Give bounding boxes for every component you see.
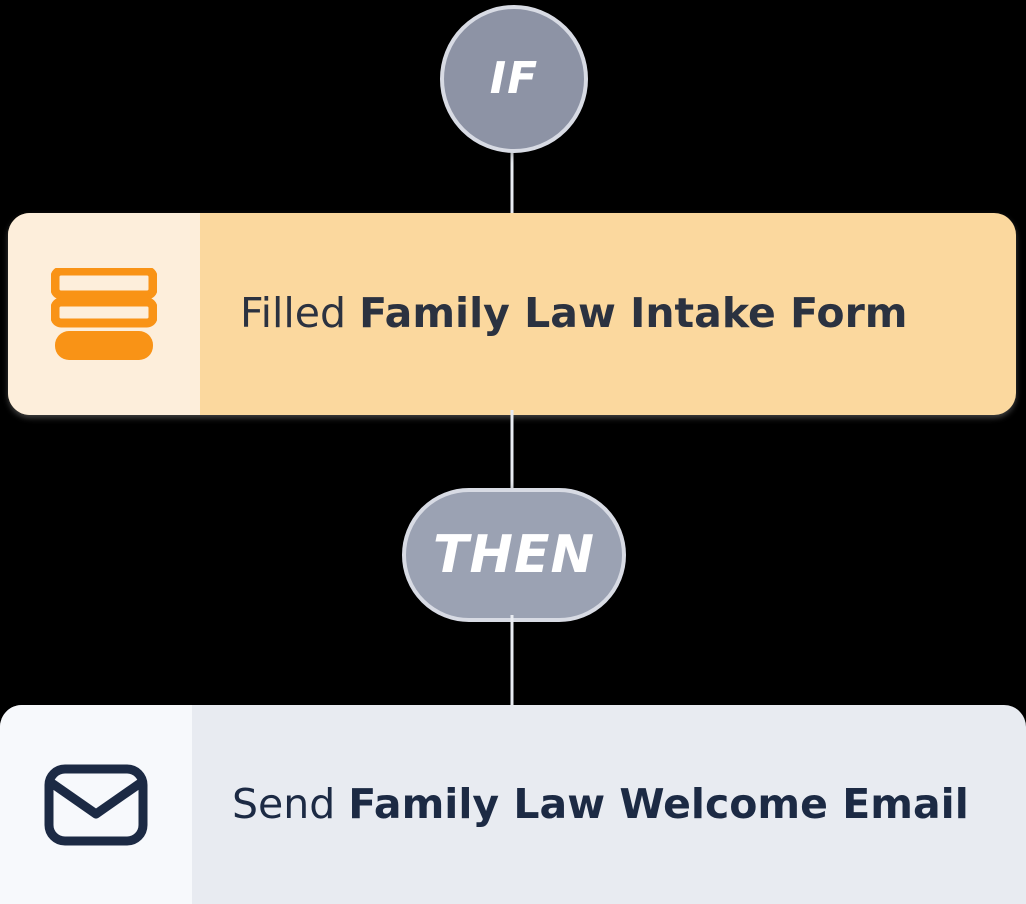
- action-card-icon-pane: [0, 705, 192, 904]
- action-card-text-prefix: Send: [232, 779, 349, 828]
- trigger-card-text-strong: Family Law Intake Form: [359, 289, 908, 338]
- form-icon: [51, 268, 157, 360]
- then-action-node[interactable]: THEN: [402, 488, 626, 622]
- trigger-card-icon-pane: [8, 213, 200, 415]
- trigger-card-body: Filled Family Law Intake Form: [200, 213, 1016, 415]
- then-node-label: THEN: [432, 525, 596, 585]
- connector-if-to-trigger: [510, 140, 514, 220]
- action-card-text-strong: Family Law Welcome Email: [348, 779, 969, 828]
- action-card-body: Send Family Law Welcome Email: [192, 705, 1026, 904]
- connector-trigger-to-then: [510, 410, 514, 496]
- trigger-card-text: Filled Family Law Intake Form: [240, 291, 908, 336]
- if-node-label: IF: [489, 53, 539, 104]
- trigger-card[interactable]: Filled Family Law Intake Form: [8, 213, 1016, 415]
- trigger-card-text-prefix: Filled: [240, 289, 360, 338]
- connector-then-to-action: [510, 615, 514, 710]
- if-condition-node[interactable]: IF: [440, 5, 588, 153]
- action-card[interactable]: Send Family Law Welcome Email: [0, 705, 1026, 904]
- action-card-text: Send Family Law Welcome Email: [232, 779, 969, 828]
- envelope-icon: [44, 764, 148, 845]
